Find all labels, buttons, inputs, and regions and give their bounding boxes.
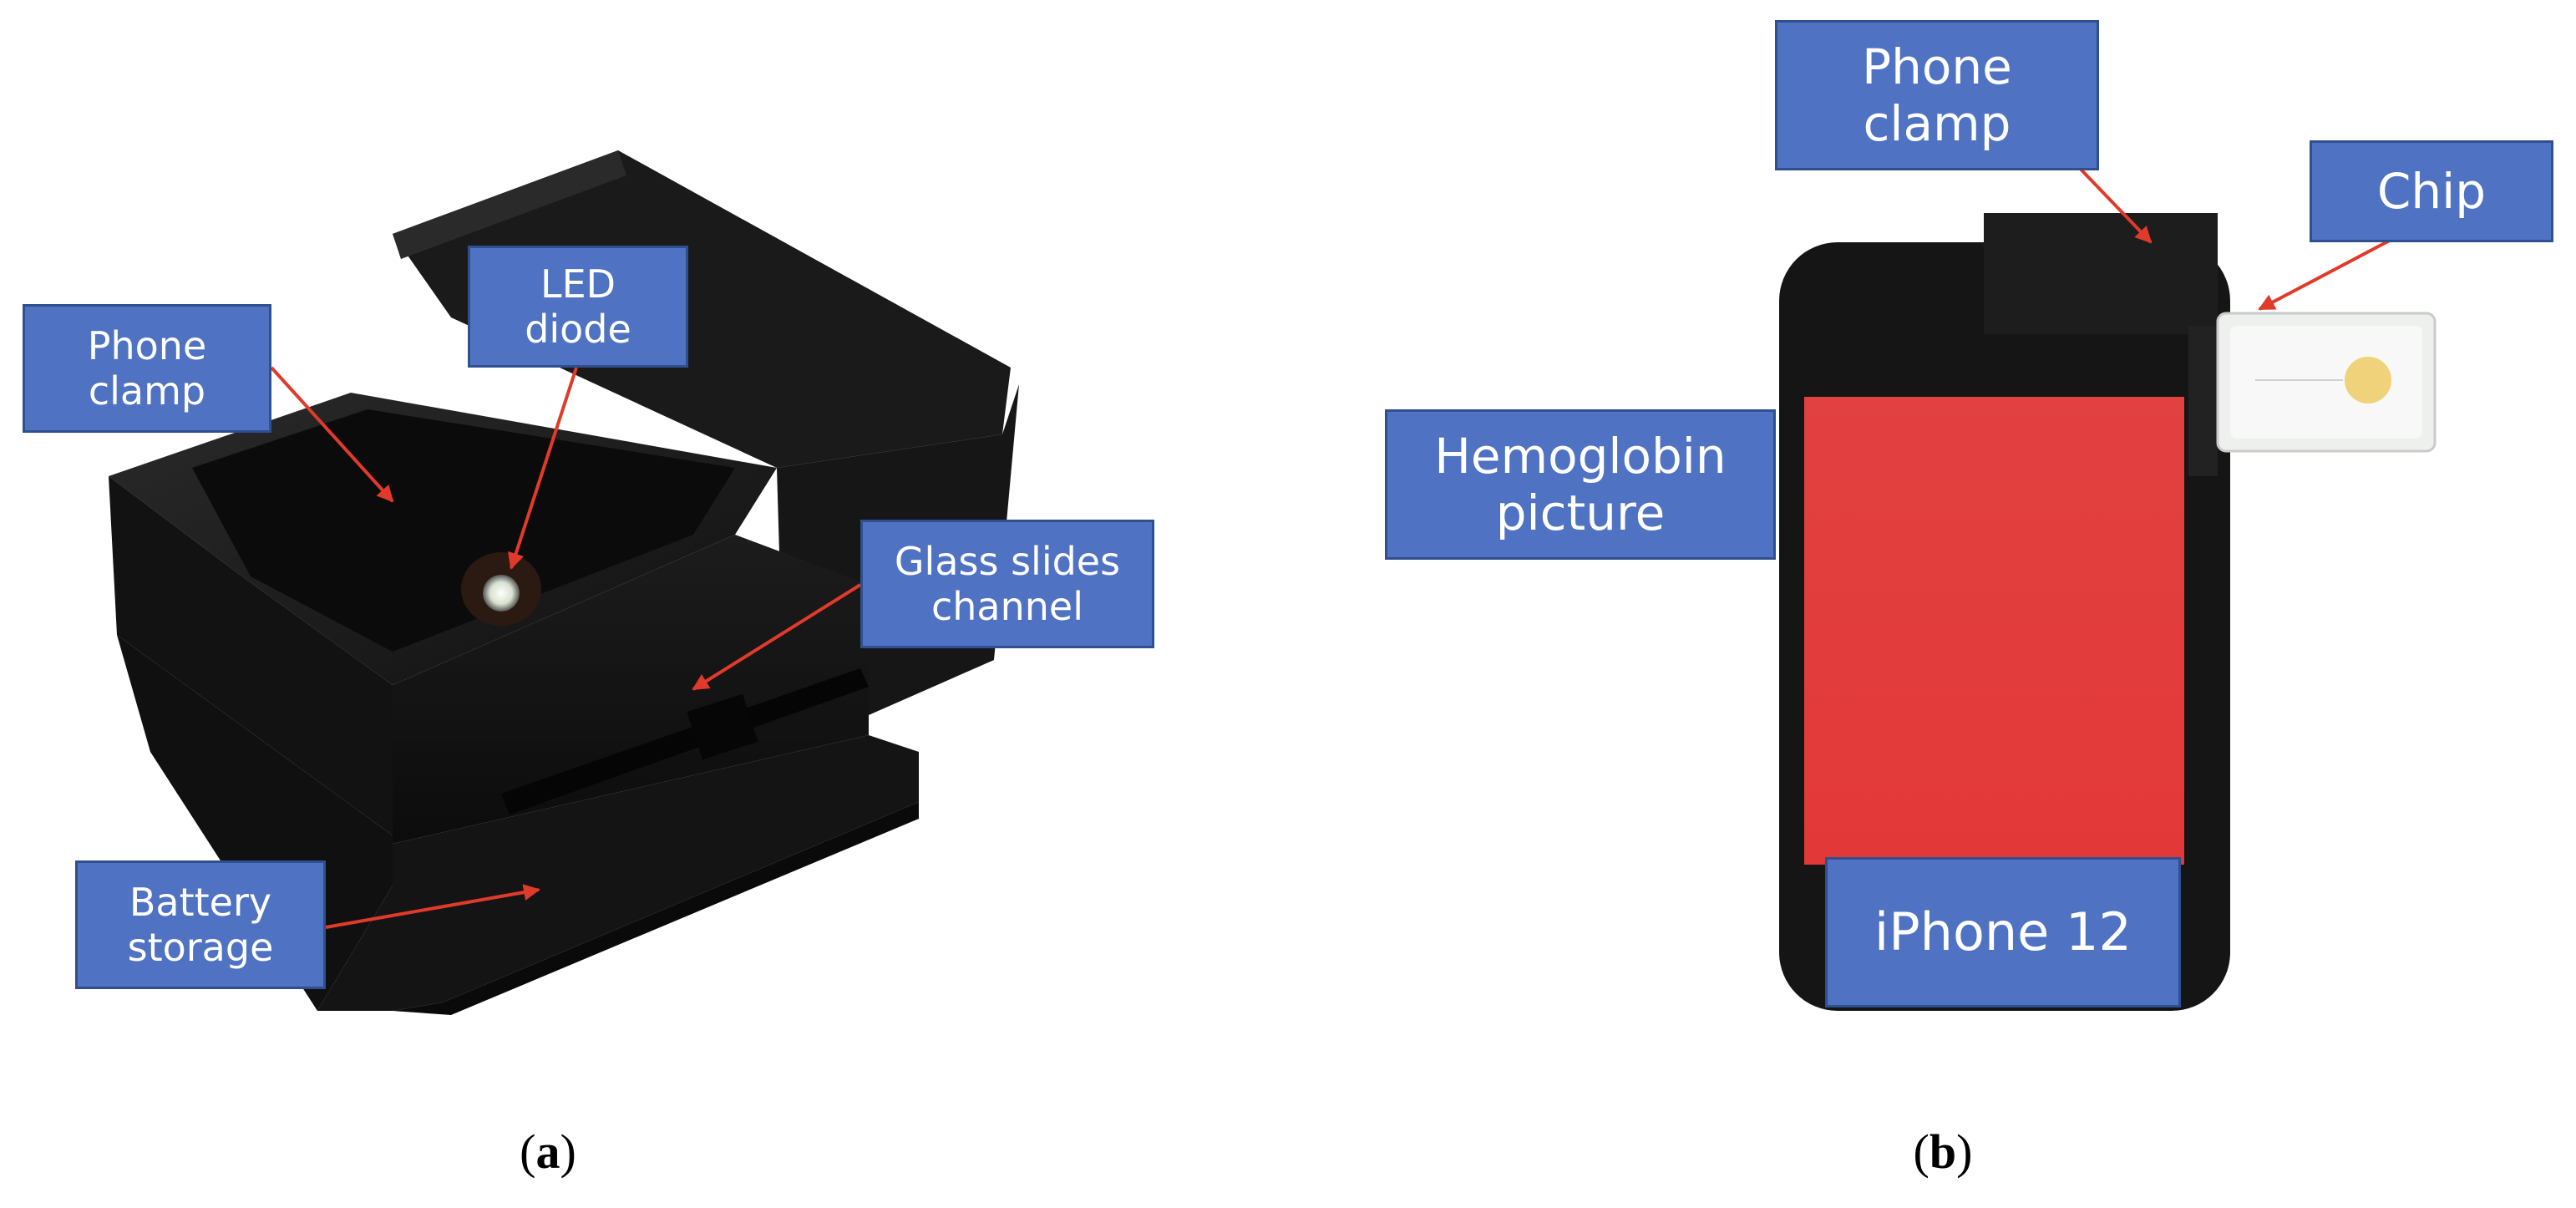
led-diode-icon: [461, 552, 541, 626]
arrow-glass-slides: [692, 583, 862, 691]
phone-clamp-block: [1984, 213, 2218, 334]
callout-led-diode: LED diode: [468, 246, 688, 368]
arrow-phone-clamp-a: [270, 366, 394, 503]
phone-photo: [1779, 213, 2437, 1011]
callout-phone-clamp-b: Phone clamp: [1775, 20, 2099, 170]
callout-battery-storage: Battery storage: [75, 860, 326, 989]
arrow-battery-storage: [325, 884, 540, 929]
callout-iphone: iPhone 12: [1825, 857, 2181, 1008]
chip-slide: [2216, 312, 2437, 453]
panel-label-a: (a): [520, 1124, 576, 1179]
hemoglobin-screen: [1804, 397, 2184, 865]
panel-label-b: (b): [1913, 1124, 1973, 1179]
callout-glass-slides-channel: Glass slides channel: [860, 520, 1154, 648]
arrow-led-diode: [508, 367, 578, 570]
callout-hemoglobin-picture: Hemoglobin picture: [1385, 409, 1776, 560]
callout-chip: Chip: [2310, 140, 2553, 242]
callout-phone-clamp-a: Phone clamp: [23, 304, 271, 433]
